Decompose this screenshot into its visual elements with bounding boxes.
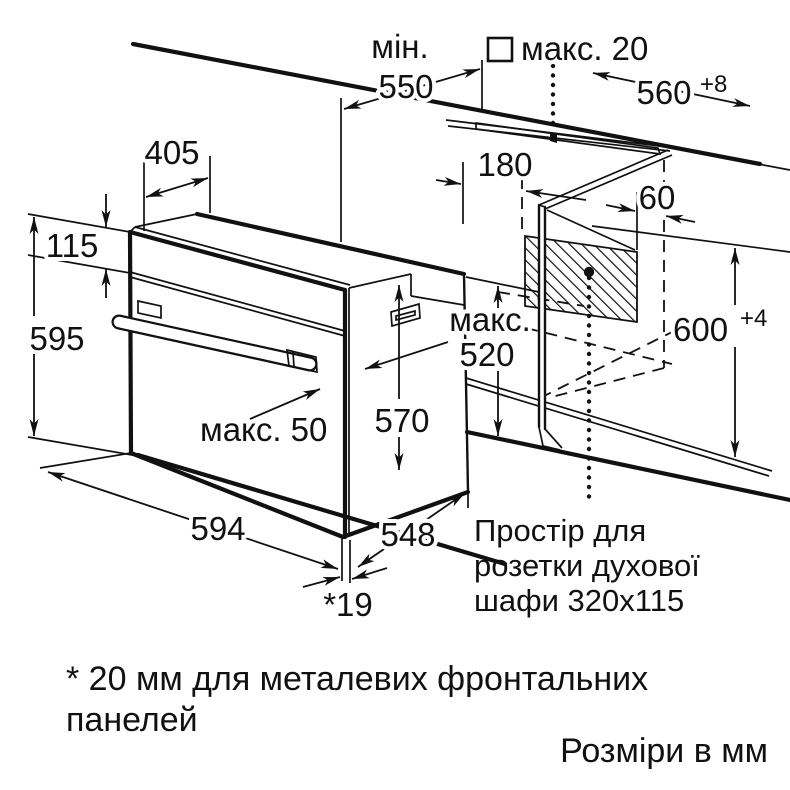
socket-note-line3: шафи 320x115: [474, 583, 684, 618]
dim-560-tolerance: +8: [700, 71, 727, 98]
dim-max-520-prefix: макс.: [449, 301, 531, 338]
footnote-line2: панелей: [66, 701, 198, 739]
socket-note-line2: розетки духової: [474, 548, 700, 583]
dim-min-550-value: 550: [378, 68, 433, 105]
dim-594: 594: [190, 510, 245, 547]
dim-560: 560: [636, 74, 691, 111]
dim-max-50: макс. 50: [200, 411, 327, 448]
dim-60: 60: [639, 179, 676, 216]
square-symbol: [486, 36, 514, 63]
dim-max-520-value: 520: [459, 336, 514, 373]
handle-bracket-right: [286, 348, 318, 374]
dim-405: 405: [144, 134, 199, 171]
oven: [111, 211, 471, 540]
footnotes: * 20 мм для металевих фронтальних панеле…: [66, 660, 768, 770]
socket-point: [583, 266, 595, 278]
dim-600: 600: [673, 311, 728, 348]
dim-595: 595: [29, 320, 84, 357]
socket-note-line1: Простір для: [474, 513, 646, 548]
dimension-labels: мін. 550 макс. 20 560 +8 405 115 595 180…: [25, 24, 771, 627]
footnote-line1: * 20 мм для металевих фронтальних: [66, 660, 648, 698]
dim-180: 180: [477, 146, 532, 183]
dim-115: 115: [46, 227, 99, 264]
dim-570: 570: [374, 402, 429, 439]
socket-space: [524, 234, 638, 324]
socket-note: Простір для розетки духової шафи 320x115: [474, 513, 700, 618]
dimension-lines: [29, 68, 751, 588]
gap-mark: [550, 132, 557, 143]
vent-slot: [390, 302, 421, 328]
dim-min-550-prefix: мін.: [371, 28, 428, 65]
handle-bracket-left: [137, 299, 162, 320]
dim-max-20: макс. 20: [521, 30, 648, 67]
units-note: Розміри в мм: [560, 732, 768, 770]
dim-19: *19: [323, 586, 373, 623]
dim-600-tolerance: +4: [740, 305, 767, 332]
extension-lines: [27, 60, 638, 583]
dim-548: 548: [380, 516, 435, 553]
